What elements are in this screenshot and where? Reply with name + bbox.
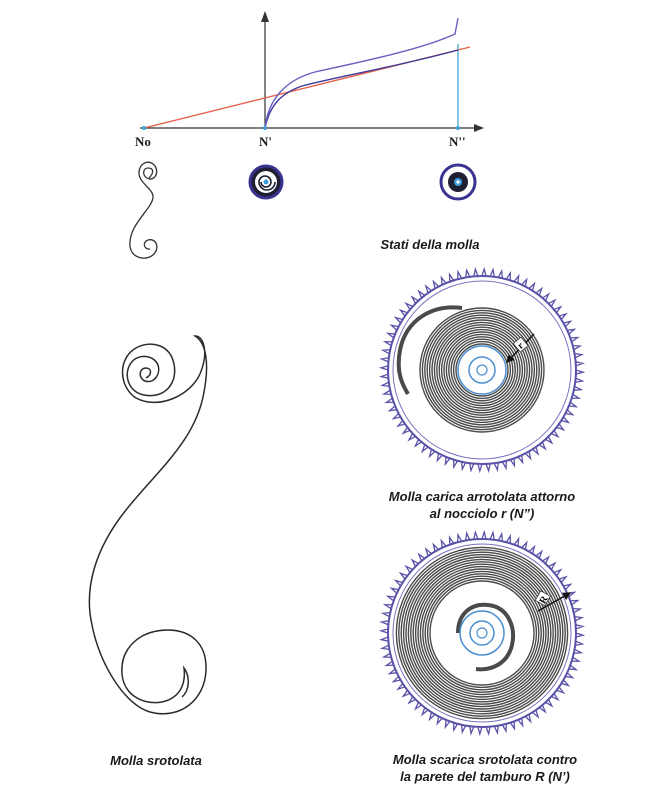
small-barrel-unloaded <box>248 164 284 200</box>
spring-coil-ring <box>445 333 519 407</box>
spring-inner-tail <box>456 602 515 672</box>
caption-unloaded-line-2: la parete del tamburo R (N’) <box>400 769 570 784</box>
spring-coil-ring <box>426 577 538 689</box>
spring-tail-loaded <box>396 305 463 396</box>
n-max-marker <box>456 126 460 130</box>
large-unwound-spring <box>88 335 208 715</box>
small-barrel-loaded <box>439 163 477 201</box>
torque-curve-lower <box>264 49 459 129</box>
torque-graph: No N' N'' <box>135 11 484 149</box>
spring-coil-ring <box>395 546 569 720</box>
spring-coils-loaded <box>419 307 545 433</box>
barrel-loaded: r <box>378 266 586 474</box>
spring-coil-ring <box>405 556 559 710</box>
n-prime-marker <box>263 126 267 130</box>
radius-R-arrow <box>537 592 572 612</box>
spring-coil-ring <box>448 336 516 404</box>
spring-coil-ring <box>436 324 528 416</box>
spring-coil-ring <box>419 307 545 433</box>
caption-unloaded-barrel: Molla scarica srotolata contro la parete… <box>365 751 605 785</box>
spring-coil-ring <box>426 314 538 426</box>
spring-coils-unloaded <box>395 546 569 720</box>
barrel-unloaded: R <box>378 529 586 737</box>
spring-coil-ring <box>428 316 536 424</box>
caption-spring-states: Stati della molla <box>380 237 480 252</box>
spring-coil-ring <box>455 343 509 397</box>
spring-coil-ring <box>402 553 562 713</box>
spring-coil-ring <box>429 580 535 686</box>
y-axis-arrow-icon <box>261 11 269 22</box>
axis-label-n-prime: N' <box>259 134 272 149</box>
spring-coil-ring <box>450 338 514 402</box>
caption-unwound-spring: Molla srotolata <box>110 753 202 768</box>
spring-coil-ring <box>433 321 531 419</box>
spring-coil-ring <box>422 573 542 693</box>
spring-coil-ring <box>412 563 552 703</box>
spring-coil-ring <box>398 549 566 717</box>
spring-coil-ring <box>417 568 547 698</box>
spring-coil-ring <box>431 319 533 421</box>
spring-coil-ring <box>410 561 554 705</box>
spring-coil-ring <box>421 309 543 431</box>
spring-coil-ring <box>452 340 512 400</box>
axis-label-no: No <box>135 134 151 149</box>
spring-coil-ring <box>424 575 540 691</box>
spring-coil-ring <box>440 328 524 412</box>
spring-coil-ring <box>438 326 526 414</box>
caption-unloaded-line-1: Molla scarica srotolata contro <box>392 752 578 767</box>
axis-label-n-max: N'' <box>449 134 466 149</box>
spring-coil-ring <box>414 565 550 701</box>
small-unwound-spring <box>129 161 158 259</box>
spring-coil-ring <box>424 312 540 428</box>
spring-coil-ring <box>443 331 521 409</box>
caption-loaded-line-1: Molla carica arrotolata attorno <box>388 489 576 504</box>
spring-coil-ring <box>419 570 545 696</box>
caption-loaded-line-2: al nocciolo r (N”) <box>429 506 535 521</box>
spring-coil-ring <box>407 558 557 708</box>
caption-loaded-barrel: Molla carica arrotolata attorno al nocci… <box>360 488 604 522</box>
torque-curve-upper <box>264 17 459 129</box>
origin-marker <box>142 126 146 130</box>
spring-coil-ring <box>400 551 564 715</box>
radius-r-label: r <box>515 340 526 352</box>
x-axis-arrow-icon <box>474 124 484 132</box>
